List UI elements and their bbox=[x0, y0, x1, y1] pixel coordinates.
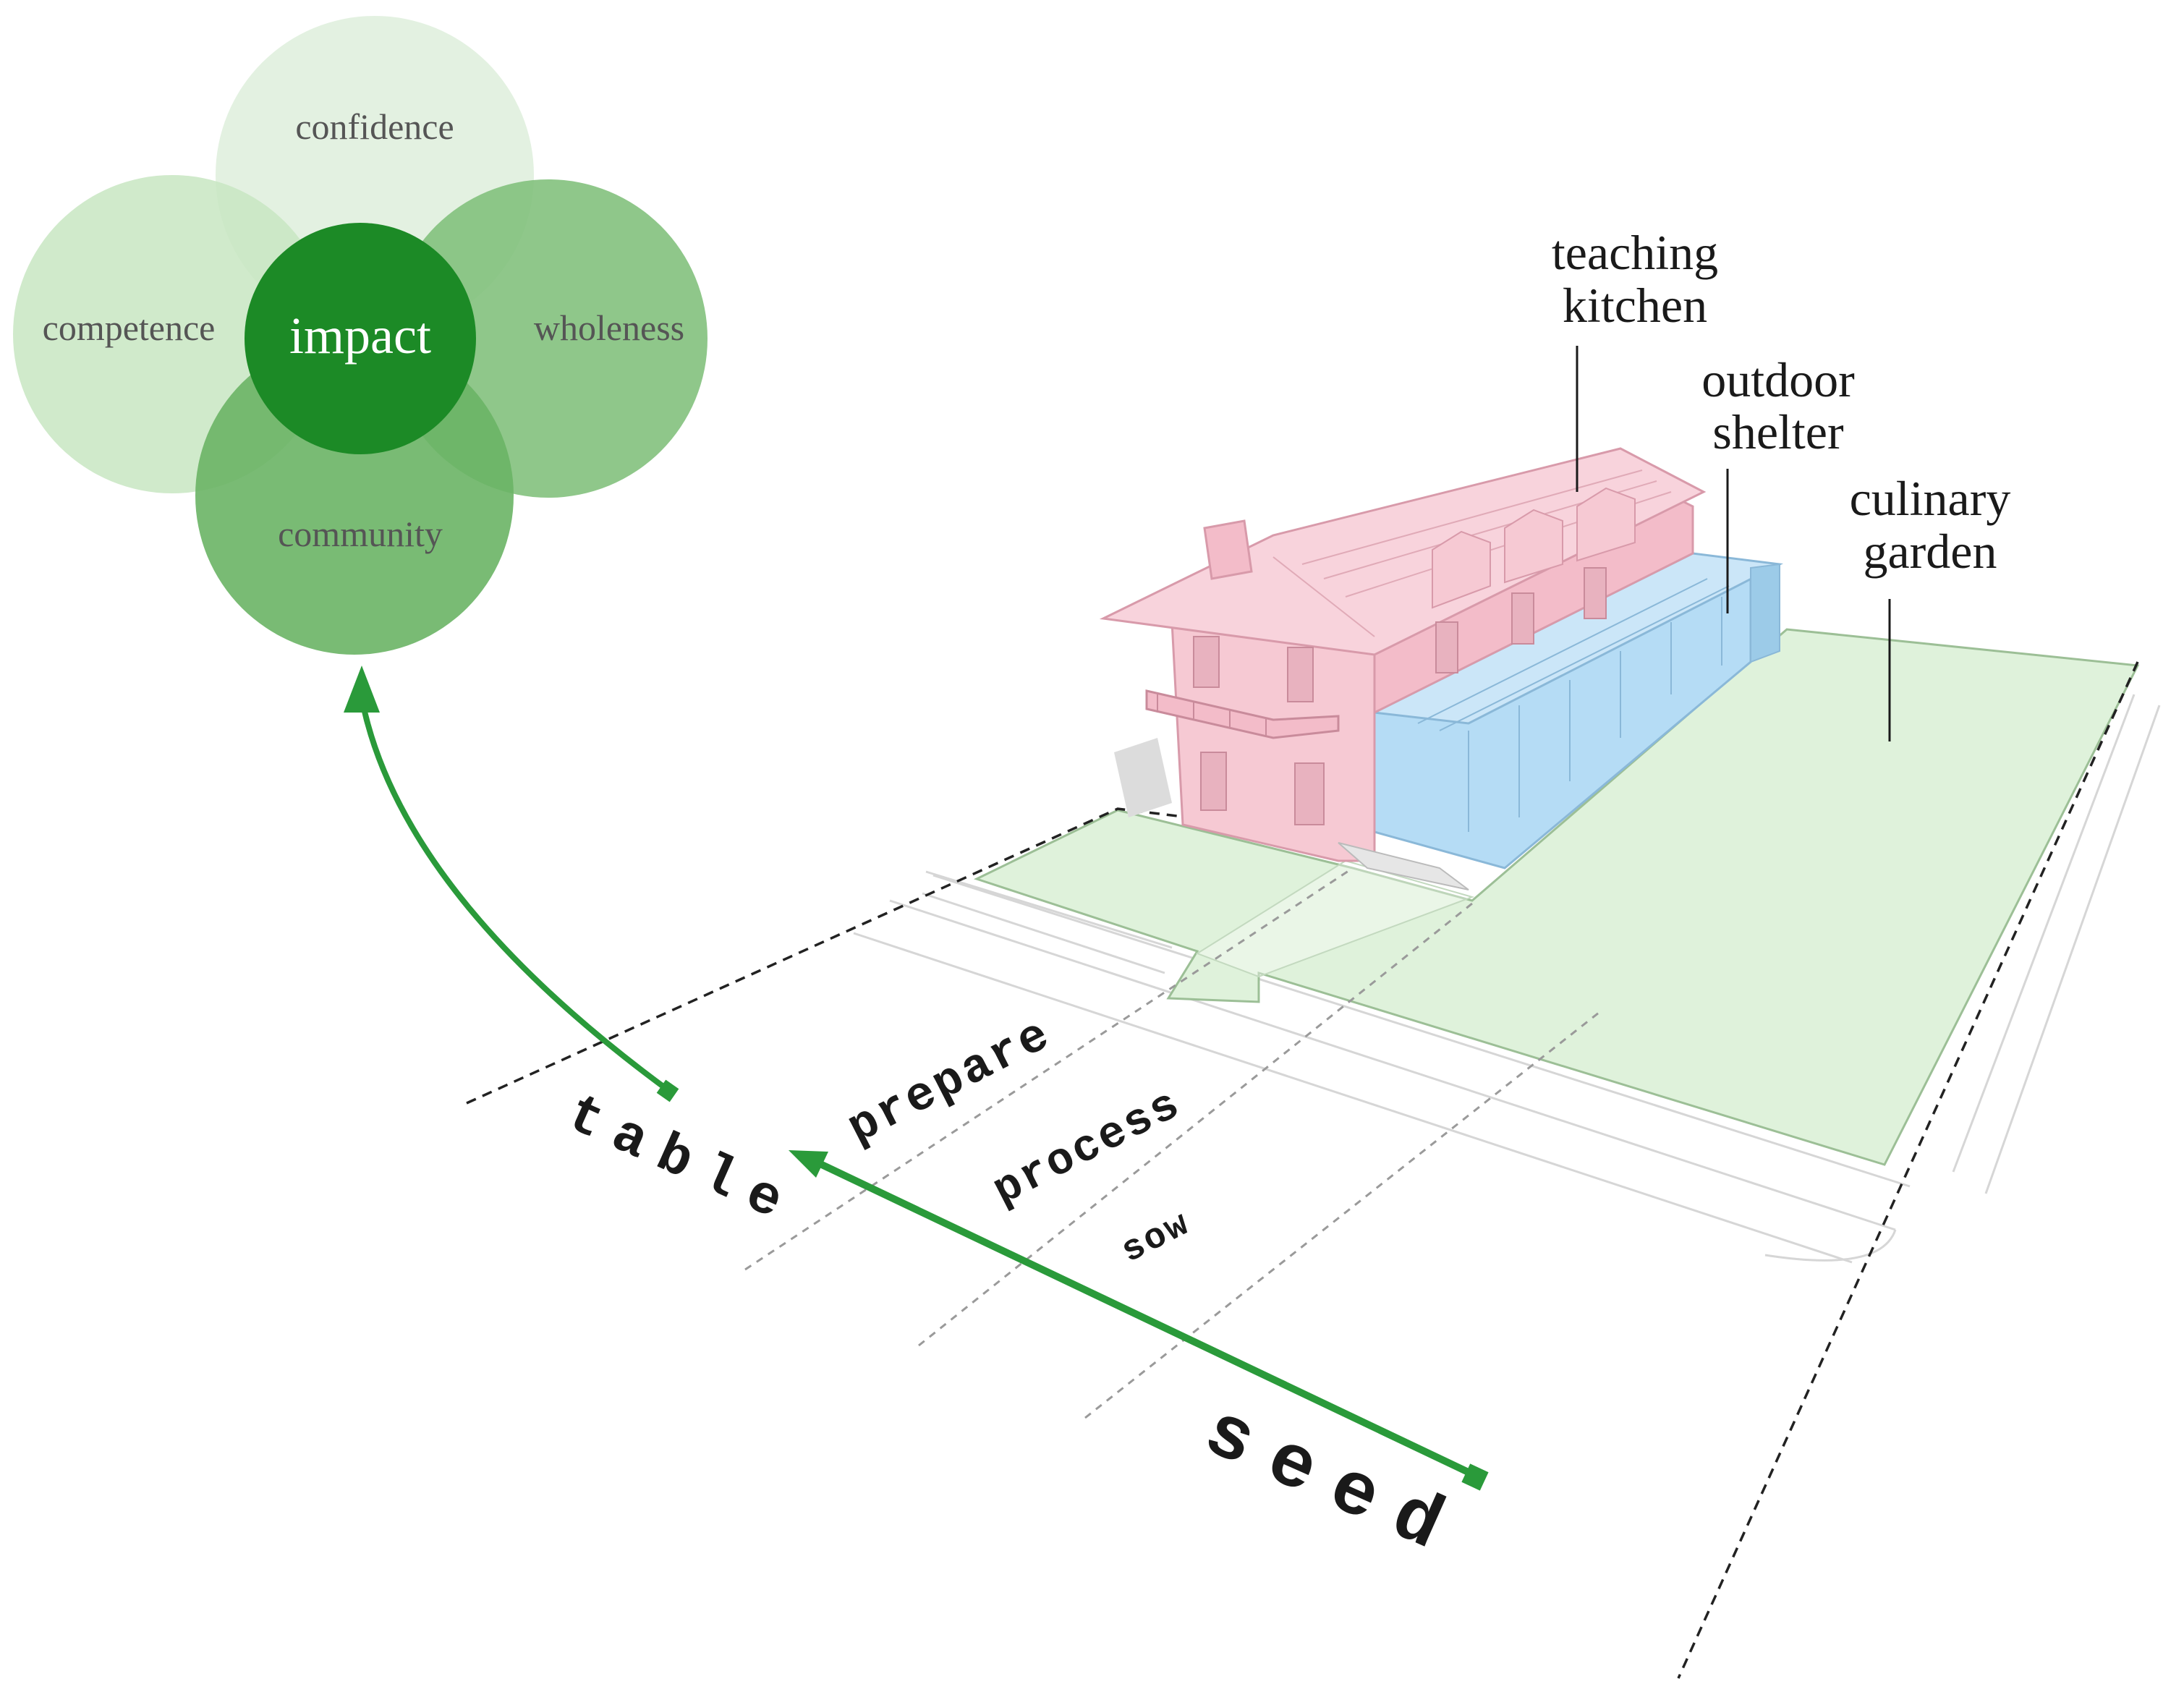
table-arrow-start-marker bbox=[656, 1079, 679, 1102]
seed-label: seed bbox=[1191, 1390, 1476, 1578]
confidence-label: confidence bbox=[295, 106, 454, 147]
prepare-label: prepare bbox=[839, 1007, 1061, 1155]
building bbox=[1099, 447, 1784, 890]
seed-to-table-arrowhead bbox=[789, 1150, 828, 1178]
step-guide-lines bbox=[744, 867, 1599, 1419]
table-label: table bbox=[558, 1083, 807, 1239]
competence-label: competence bbox=[43, 307, 216, 348]
table-to-impact-arrowhead bbox=[344, 666, 380, 713]
sow-label: sow bbox=[1115, 1204, 1197, 1273]
community-label: community bbox=[278, 514, 443, 554]
street-lines bbox=[853, 694, 2161, 1264]
shelter-callout-line-2: shelter bbox=[1712, 404, 1844, 459]
outdoor-shelter-structure bbox=[1370, 552, 1784, 870]
culinary-garden-plot bbox=[974, 628, 2140, 1166]
garden-callout-line-2: garden bbox=[1863, 524, 1997, 579]
impact-venn: confidence competence wholeness communit… bbox=[13, 16, 708, 655]
table-to-impact-arrow bbox=[360, 705, 671, 1094]
property-lines bbox=[466, 661, 2139, 1679]
seed-arrow-start-marker bbox=[1461, 1463, 1489, 1491]
callout-leaders bbox=[1576, 346, 1891, 741]
building-shadow bbox=[1114, 738, 1172, 817]
site-plan bbox=[466, 628, 2161, 1679]
shelter-callout-line-1: outdoor bbox=[1701, 352, 1855, 407]
seed-to-table-arrow bbox=[804, 1154, 1478, 1479]
flow-arrows bbox=[344, 666, 1489, 1491]
kitchen-callout-line-1: teaching bbox=[1552, 225, 1718, 280]
garden-callout-line-1: culinary bbox=[1850, 471, 2011, 526]
process-label: process bbox=[985, 1079, 1189, 1217]
kitchen-callout-line-2: kitchen bbox=[1563, 278, 1707, 333]
wholeness-label: wholeness bbox=[534, 307, 684, 348]
callout-labels: teaching kitchen outdoor shelter culinar… bbox=[1552, 225, 2011, 579]
impact-label: impact bbox=[289, 307, 431, 365]
garden-walkway bbox=[1195, 859, 1475, 978]
impact-circle bbox=[245, 223, 476, 454]
teaching-kitchen-structure bbox=[1099, 447, 1707, 890]
